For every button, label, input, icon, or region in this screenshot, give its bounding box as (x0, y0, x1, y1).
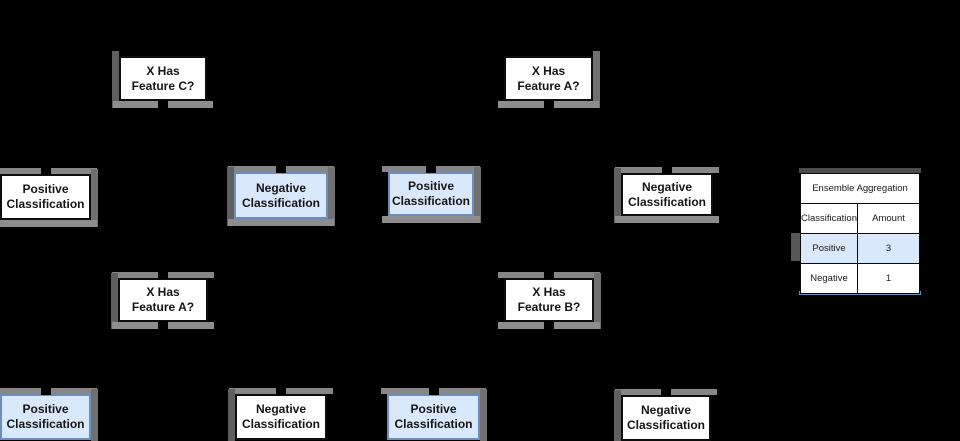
shadow-bar (228, 219, 334, 226)
cell-amount: 1 (885, 273, 892, 284)
table-header-row: Classification Amount (801, 203, 919, 233)
connector-notch (544, 321, 554, 330)
connector-notch (276, 165, 286, 173)
connector-notch (426, 165, 436, 173)
table-title: Ensemble Aggregation (812, 183, 908, 194)
connector-notch (158, 321, 168, 330)
table-title-row: Ensemble Aggregation (801, 174, 919, 203)
shadow-bar (382, 216, 480, 223)
connector-notch (40, 167, 51, 175)
shadow-bar (614, 168, 621, 223)
cell-classification: Negative (801, 264, 858, 293)
table-row-negative: Negative 1 (801, 263, 919, 293)
shadow-bar (791, 233, 800, 261)
shadow-bar (111, 273, 118, 329)
shadow-bar (615, 216, 719, 223)
shadow-bar (0, 220, 97, 227)
cell-classification: Positive (801, 234, 858, 263)
shadow-bar (480, 389, 487, 441)
shadow-bar (328, 167, 335, 226)
shadow-bar (227, 167, 234, 226)
shadow-bar (799, 168, 921, 173)
shadow-bar (614, 390, 621, 441)
shadow-bar (91, 169, 98, 227)
shadow-bar (228, 389, 235, 441)
connector-notch (544, 271, 554, 279)
connector-notch (543, 100, 554, 109)
shadow-bar (91, 389, 98, 441)
shadow-bar (474, 167, 481, 223)
connector-notch (158, 100, 168, 109)
ensemble-aggregation-table: Ensemble Aggregation Classification Amou… (800, 173, 920, 294)
connector-notch (662, 166, 672, 174)
table-row-positive: Positive 3 (801, 233, 919, 263)
connector-notch (661, 388, 671, 396)
shadow-bar (594, 273, 601, 329)
shadow-bar (112, 51, 119, 108)
shadow-bar (593, 51, 600, 108)
connector-notch (428, 387, 439, 395)
cell-amount: 3 (885, 243, 892, 254)
connector-notch (158, 271, 168, 279)
column-header-classification: Classification (801, 204, 858, 233)
connector-notch (40, 387, 51, 395)
connector-notch (276, 387, 286, 395)
column-header-amount: Amount (872, 213, 905, 224)
